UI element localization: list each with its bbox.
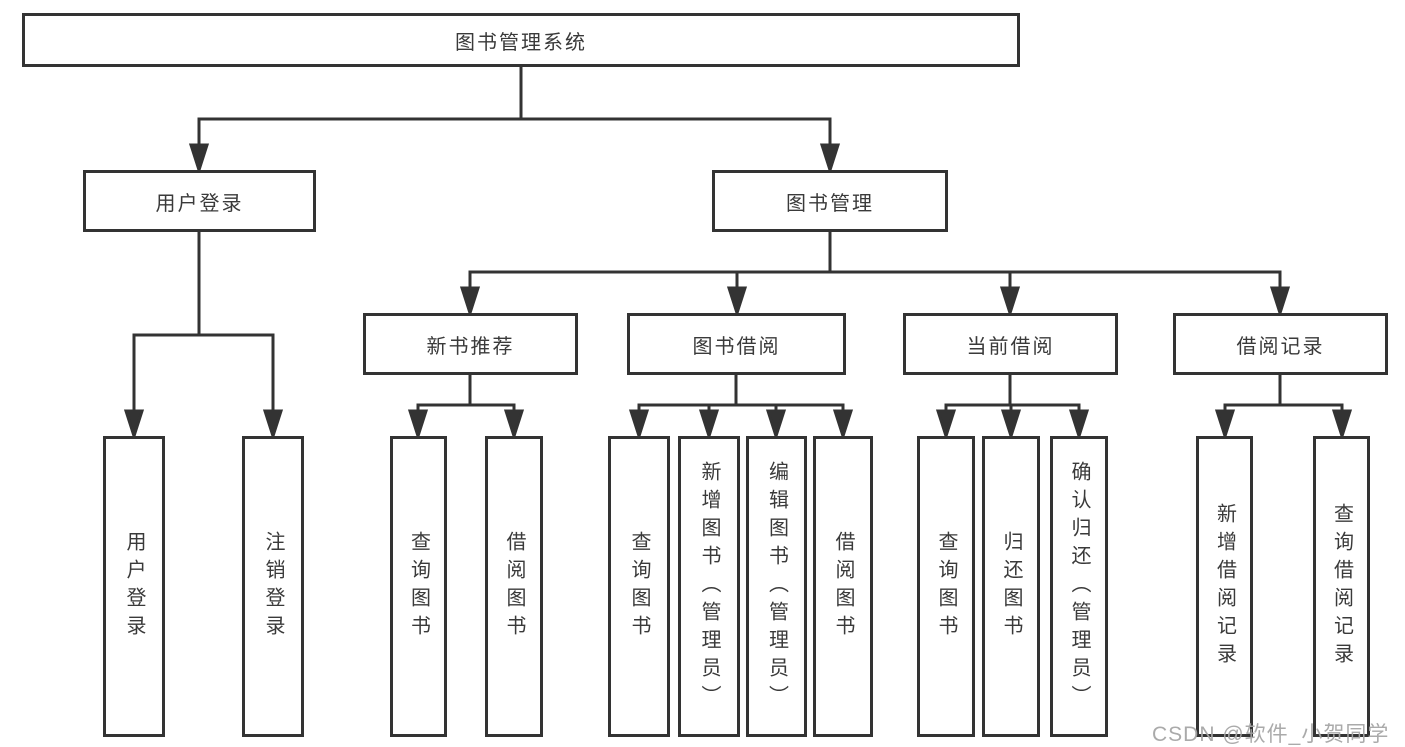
leaf-query-books-recommend: 查询图书	[390, 436, 447, 737]
leaf-user-login: 用户登录	[103, 436, 165, 737]
leaf-confirm-return-admin: 确认归还（管理员）	[1050, 436, 1108, 737]
leaf-query-books-borrowing: 查询图书	[608, 436, 670, 737]
arrowhead-icon	[832, 409, 854, 441]
arrowhead-icon	[123, 409, 145, 441]
arrowhead-icon	[1068, 409, 1090, 441]
connector-borrowing-records-branch	[1214, 375, 1353, 441]
leaf-borrow-books-borrowing: 借阅图书	[813, 436, 873, 737]
arrowhead-icon	[726, 286, 748, 318]
arrowhead-icon	[765, 409, 787, 441]
arrowhead-icon	[698, 409, 720, 441]
node-user-login: 用户登录	[83, 170, 316, 232]
leaf-query-books-current: 查询图书	[917, 436, 975, 737]
arrowhead-icon	[503, 409, 525, 441]
leaf-return-books: 归还图书	[982, 436, 1040, 737]
node-book-borrowing: 图书借阅	[627, 313, 846, 375]
arrowhead-icon	[935, 409, 957, 441]
connector-book-management-branch	[459, 232, 1291, 318]
arrowhead-icon	[1331, 409, 1353, 441]
leaf-logout: 注销登录	[242, 436, 304, 737]
watermark: CSDN @软件_小贺同学	[1152, 723, 1390, 746]
arrowhead-icon	[459, 286, 481, 318]
node-borrowing-records: 借阅记录	[1173, 313, 1388, 375]
arrowhead-icon	[1214, 409, 1236, 441]
arrowhead-icon	[1269, 286, 1291, 318]
leaf-add-book-admin: 新增图书（管理员）	[678, 436, 740, 737]
arrowhead-icon	[999, 286, 1021, 318]
connector-current-borrowing-branch	[935, 375, 1090, 441]
leaf-edit-book-admin: 编辑图书（管理员）	[746, 436, 807, 737]
arrowhead-icon	[1000, 409, 1022, 441]
leaf-add-borrow-record: 新增借阅记录	[1196, 436, 1253, 737]
leaf-query-borrow-record: 查询借阅记录	[1313, 436, 1370, 737]
arrowhead-icon	[819, 143, 841, 175]
leaf-borrow-books-recommend: 借阅图书	[485, 436, 543, 737]
connector-root-to-level2	[188, 67, 841, 175]
node-current-borrowing: 当前借阅	[903, 313, 1118, 375]
connector-new-book-branch	[407, 375, 525, 441]
connector-user-login-branch	[123, 232, 284, 441]
node-book-management: 图书管理	[712, 170, 948, 232]
arrowhead-icon	[262, 409, 284, 441]
connector-book-borrowing-branch	[628, 375, 854, 441]
node-new-book-recommend: 新书推荐	[363, 313, 578, 375]
node-library-system: 图书管理系统	[22, 13, 1020, 67]
arrowhead-icon	[628, 409, 650, 441]
arrowhead-icon	[188, 143, 210, 175]
arrowhead-icon	[407, 409, 429, 441]
